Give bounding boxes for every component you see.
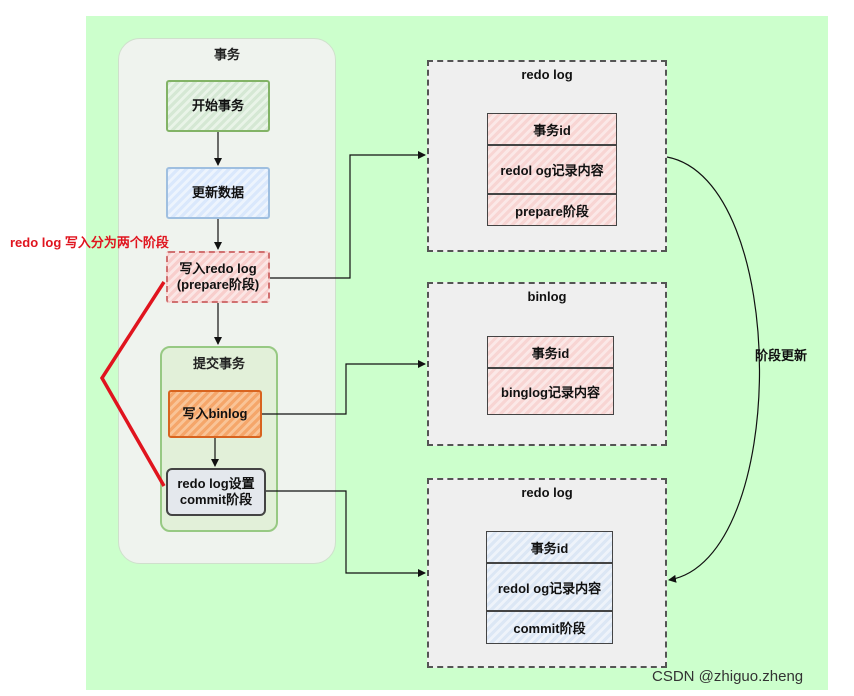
redo-log-commit-title: redo log	[521, 485, 573, 500]
redo-commit-line2: commit阶段	[179, 492, 253, 507]
binlog-content-cell: binglog记录内容	[487, 368, 614, 415]
write-redo-line2: (prepare阶段)	[176, 277, 260, 292]
arrow-redo-to-redo-container	[270, 151, 426, 279]
redo-log-prepare-title: redo log	[521, 67, 573, 82]
redo-prepare-txid-cell: 事务id	[487, 113, 617, 145]
start-transaction-box: 开始事务	[166, 80, 270, 132]
binlog-title: binlog	[527, 289, 567, 304]
redo-commit-line1: redo log设置	[177, 476, 255, 491]
redo-prepare-phase-cell: prepare阶段	[487, 194, 617, 226]
arrow-commit-to-redo-commit-container	[266, 490, 426, 577]
redo-commit-phase-cell: commit阶段	[486, 611, 613, 644]
write-redo-prepare-box: 写入redo log (prepare阶段)	[166, 251, 270, 303]
red-bracket	[99, 281, 166, 487]
redo-commit-box: redo log设置 commit阶段	[166, 468, 266, 516]
update-data-box: 更新数据	[166, 167, 270, 219]
submit-transaction-title: 提交事务	[192, 356, 245, 371]
write-redo-line1: 写入redo log	[179, 261, 257, 276]
binlog-txid-cell: 事务id	[487, 336, 614, 368]
redo-commit-txid-cell: 事务id	[486, 531, 613, 563]
transaction-group-title: 事务	[213, 47, 240, 62]
redo-prepare-content-cell: redol og记录内容	[487, 145, 617, 194]
redo-commit-content-cell: redol og记录内容	[486, 563, 613, 611]
write-binlog-box: 写入binlog	[168, 390, 262, 438]
stage-update-curve	[666, 156, 761, 583]
watermark: CSDN @zhiguo.zheng	[652, 668, 804, 685]
two-phase-annotation: redo log 写入分为两个阶段	[10, 235, 169, 250]
arrow-binlog-to-binlog-container	[262, 360, 426, 415]
stage-update-label: 阶段更新	[755, 348, 808, 363]
